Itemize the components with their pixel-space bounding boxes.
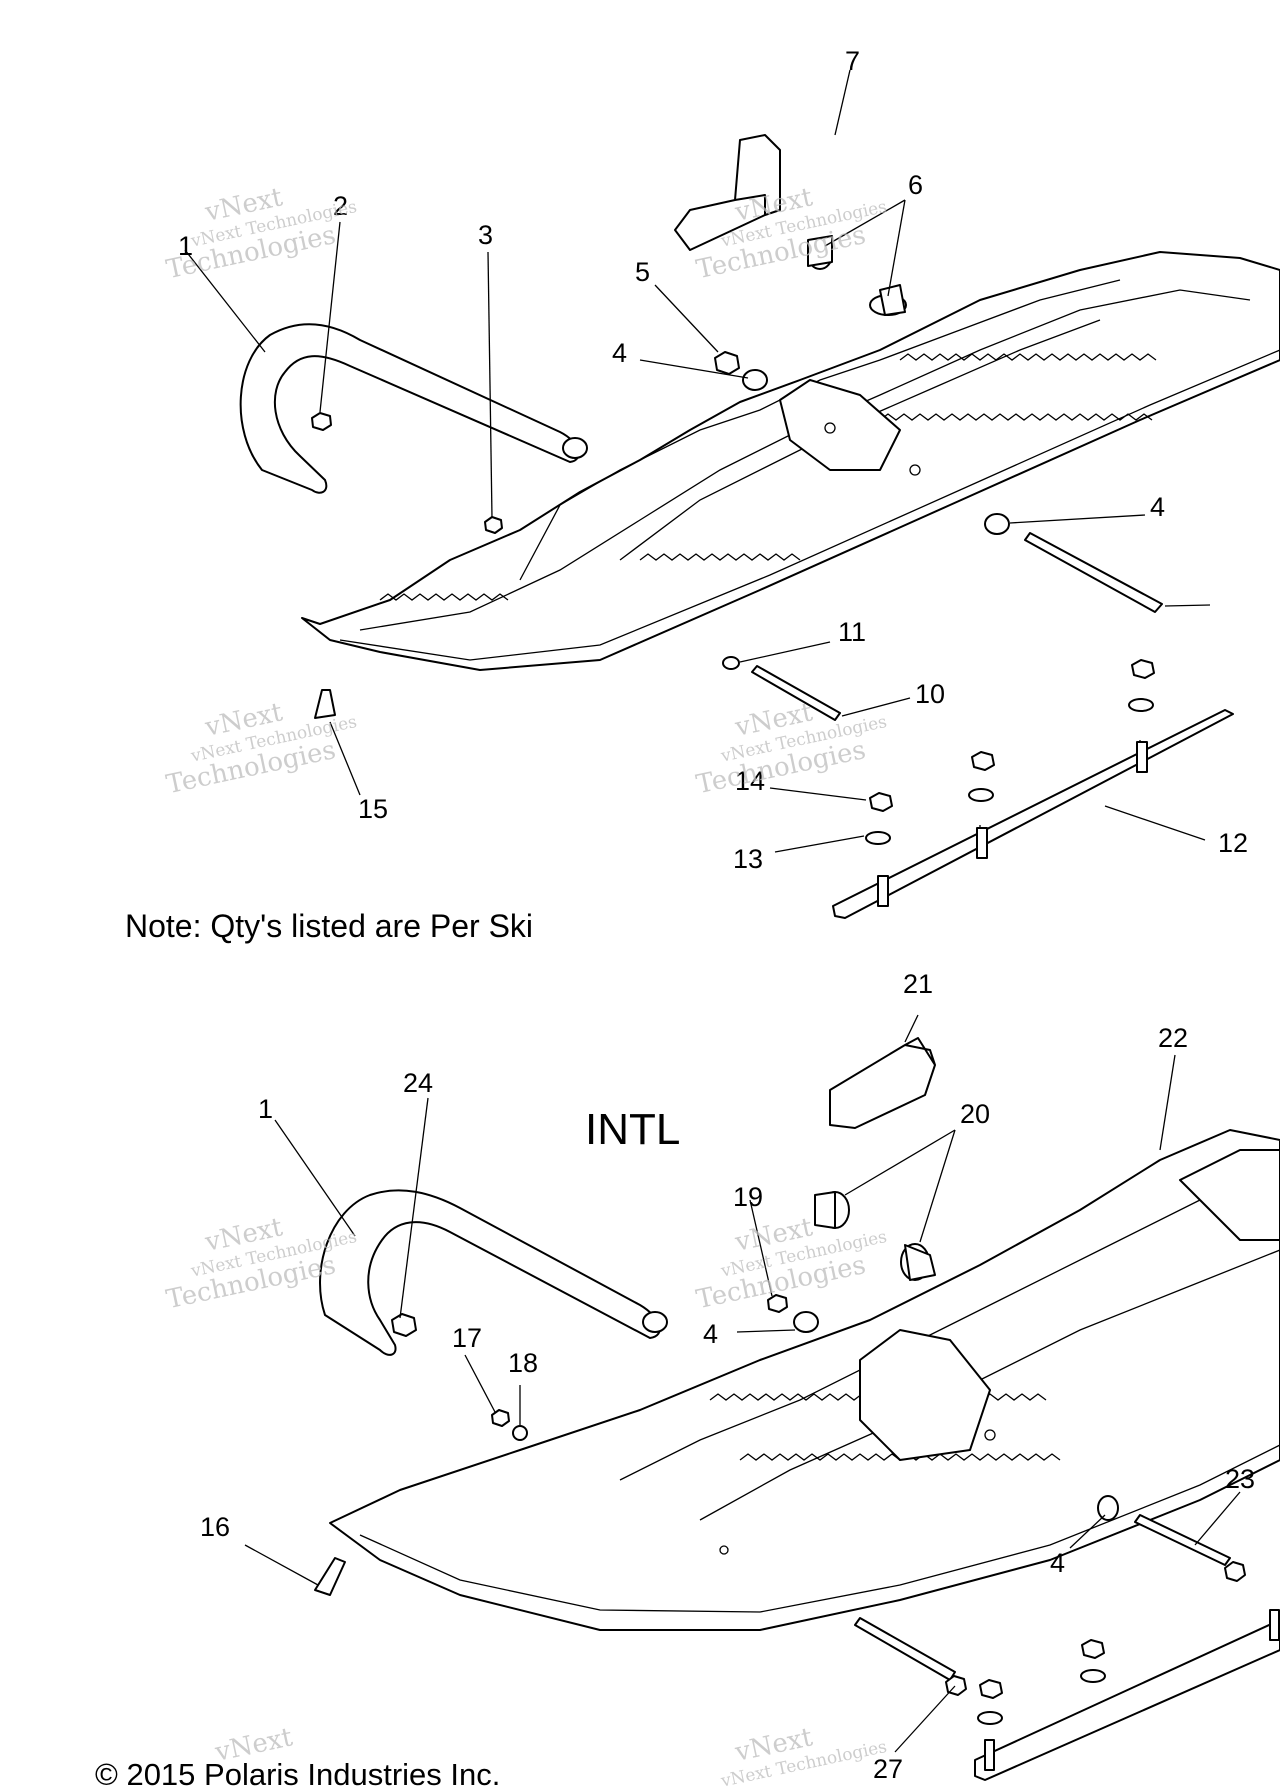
- callout-2: 2: [333, 191, 348, 221]
- callout-1-top: 1: [178, 231, 193, 261]
- nut-19: [767, 1294, 788, 1313]
- leaders-top: [184, 69, 1211, 853]
- callout-13: 13: [733, 844, 763, 874]
- bolt-27: [854, 1617, 956, 1681]
- bolt-23: [1134, 1514, 1231, 1566]
- washer-4a: [742, 369, 768, 391]
- ski-mount-block-top: [674, 134, 781, 251]
- callout-15: 15: [358, 794, 388, 824]
- callout-23: 23: [1225, 1464, 1255, 1494]
- washer-13: [865, 831, 891, 845]
- nut-5: [714, 351, 740, 375]
- washer-18: [512, 1425, 528, 1441]
- callout-4-bottom-b: 4: [1050, 1548, 1065, 1578]
- callout-21: 21: [903, 969, 933, 999]
- nut-2: [311, 412, 332, 431]
- ski-body-bottom: [329, 1129, 1280, 1631]
- nut-17: [491, 1409, 510, 1427]
- callout-10: 10: [915, 679, 945, 709]
- watermark-1: vNext vNext Technologies Technologies: [164, 182, 359, 285]
- wear-bar-top: [832, 709, 1234, 919]
- callout-16: 16: [200, 1512, 230, 1542]
- bolt-long-top: [1024, 532, 1163, 613]
- rivet-15: [314, 689, 336, 719]
- callout-11: 11: [838, 617, 866, 647]
- callout-4-bottom-a: 4: [703, 1319, 718, 1349]
- bolt-10: [751, 665, 841, 721]
- callout-6: 6: [908, 170, 923, 200]
- copyright-text: © 2015 Polaris Industries Inc.: [95, 1757, 500, 1792]
- intl-label: INTL: [585, 1105, 680, 1154]
- callout-3: 3: [478, 220, 493, 250]
- callout-22: 22: [1158, 1023, 1188, 1053]
- callout-12: 12: [1218, 828, 1248, 858]
- watermark-6: vNext vNext Technologies Technologies: [694, 1212, 889, 1315]
- callout-27: 27: [873, 1754, 903, 1784]
- washer-4d: [1097, 1495, 1119, 1521]
- watermark-8: vNext vNext Technologies: [718, 1722, 888, 1792]
- washer-4c: [793, 1311, 819, 1333]
- wear-bar-bottom: [974, 1609, 1280, 1781]
- leaders-bottom: [244, 1014, 1241, 1753]
- top-assembly: 1 2 3 4 5 6 7 4 11 10 12 13 14 15: [178, 46, 1280, 919]
- callout-4-top-a: 4: [612, 338, 627, 368]
- washer-4b: [984, 513, 1010, 535]
- bottom-assembly: INTL: [200, 969, 1280, 1784]
- rivet-16: [314, 1557, 346, 1596]
- ski-body-top: [301, 251, 1280, 671]
- callout-5: 5: [635, 257, 650, 287]
- washer-11: [722, 656, 740, 670]
- nut-3: [484, 516, 503, 534]
- loop-handle-bottom: [319, 1189, 668, 1356]
- callout-4-top-b: 4: [1150, 492, 1165, 522]
- callout-1-bottom: 1: [258, 1094, 273, 1124]
- callout-18: 18: [508, 1348, 538, 1378]
- nut-24: [391, 1313, 417, 1337]
- callout-7: 7: [845, 46, 860, 76]
- watermark-4: vNext vNext Technologies Technologies: [694, 697, 889, 800]
- nut-14: [869, 792, 893, 812]
- callout-14: 14: [735, 766, 765, 796]
- callout-24: 24: [403, 1068, 433, 1098]
- callout-17: 17: [452, 1323, 482, 1353]
- ski-mount-block-bottom: [829, 1037, 936, 1129]
- callout-20: 20: [960, 1099, 990, 1129]
- callout-19: 19: [733, 1182, 763, 1212]
- loop-handle-top: [239, 323, 588, 494]
- per-ski-note: Note: Qty's listed are Per Ski: [125, 908, 533, 944]
